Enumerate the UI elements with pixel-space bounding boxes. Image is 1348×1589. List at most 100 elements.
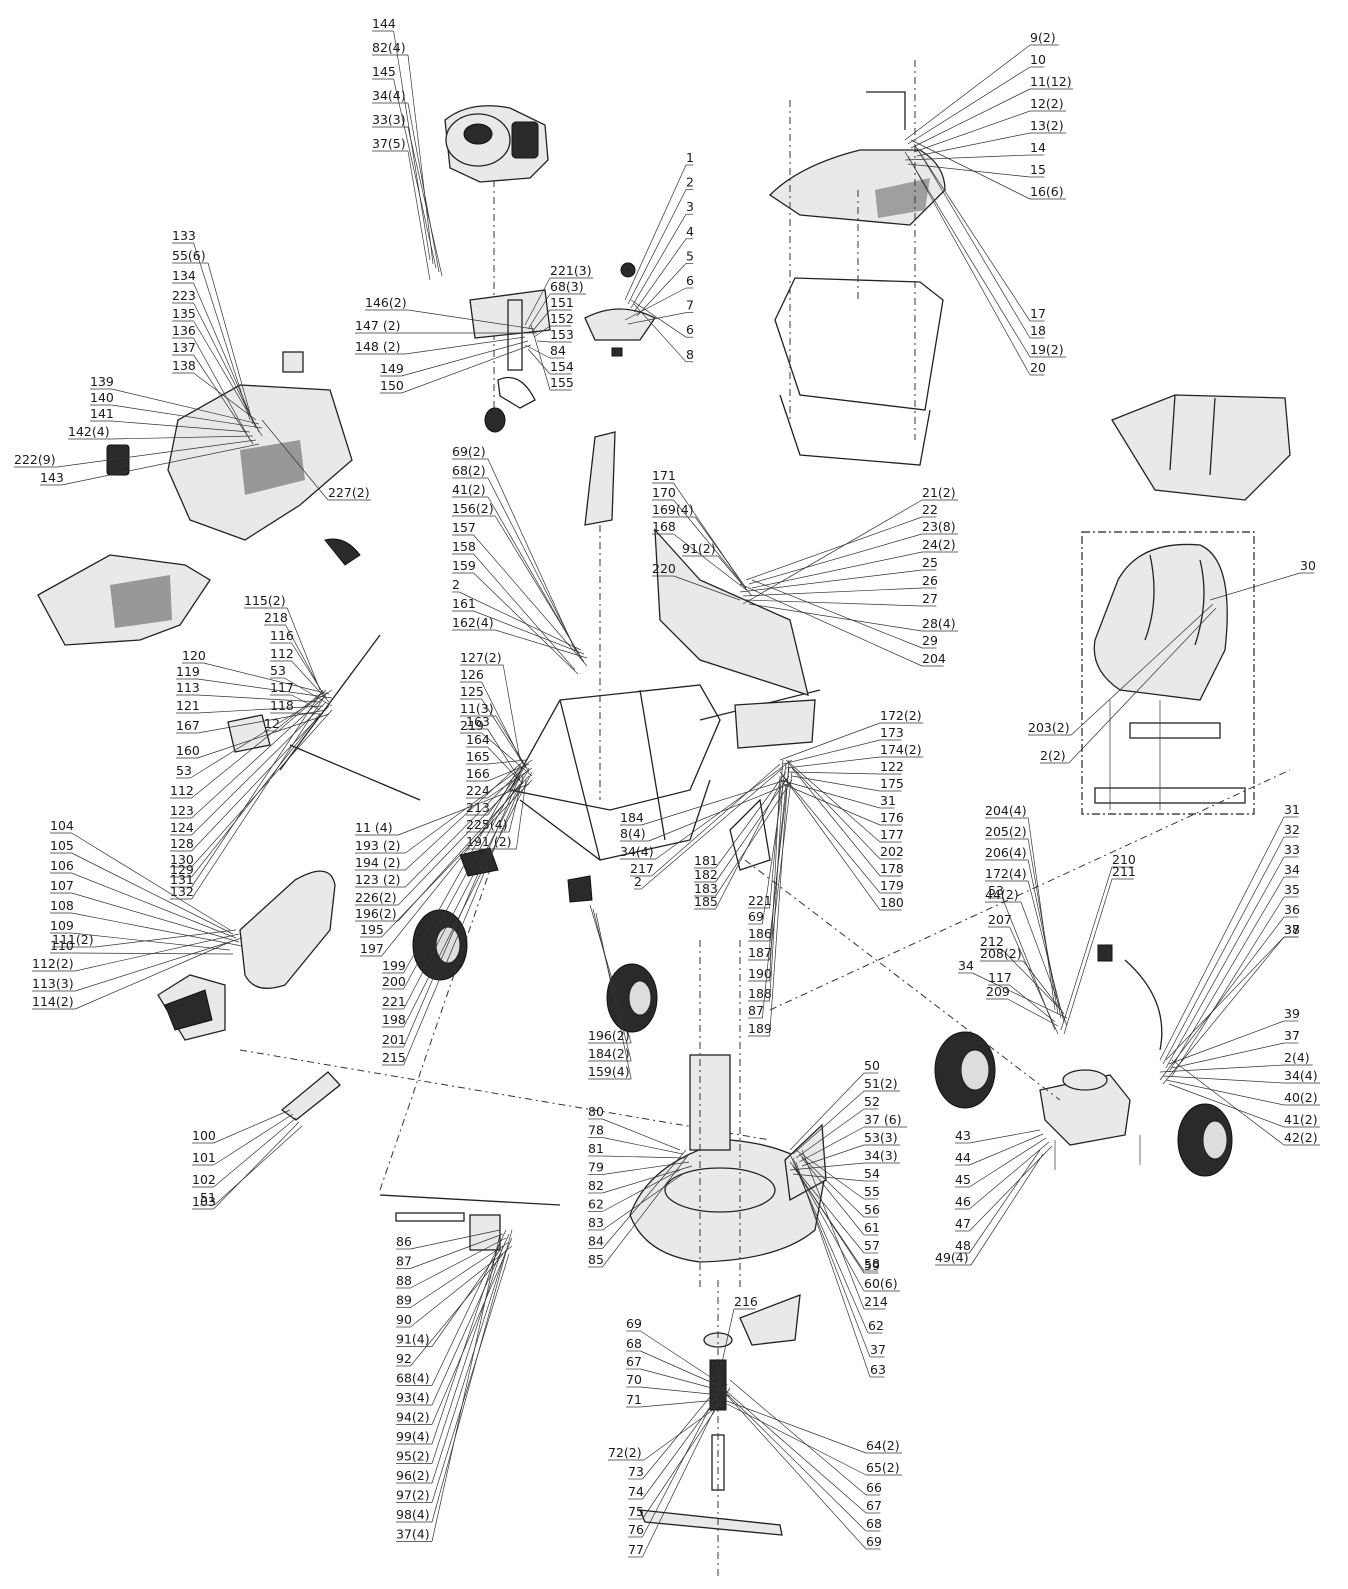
deck-linkage bbox=[379, 869, 561, 1251]
leader-line bbox=[595, 912, 632, 1080]
leader-line bbox=[75, 937, 243, 992]
part-label-frame_right-21: 221 bbox=[748, 893, 772, 908]
part-label-steering_column-4: 157 bbox=[452, 520, 476, 535]
part-label-chute-0: 104 bbox=[50, 818, 74, 833]
leader-line bbox=[95, 929, 237, 948]
leader-line bbox=[602, 1173, 684, 1231]
part-label-deck_right-5: 34(3) bbox=[864, 1148, 898, 1163]
leader-line bbox=[791, 767, 881, 877]
leader-line bbox=[191, 705, 330, 852]
part-label-grass_bag-9: 18 bbox=[1030, 323, 1046, 338]
leader-line bbox=[405, 336, 526, 355]
part-label-frame_center-26: 215 bbox=[382, 1050, 406, 1065]
leader-line bbox=[729, 1379, 867, 1496]
part-label-seat_rail-2: 3 bbox=[686, 199, 694, 214]
part-label-frame_right-12: 184 bbox=[620, 810, 644, 825]
leader-line bbox=[473, 610, 585, 655]
leader-line bbox=[431, 1229, 513, 1523]
part-label-deck_linkage-6: 92 bbox=[396, 1351, 412, 1366]
leader-line bbox=[751, 551, 923, 589]
part-label-frame_right-22: 69 bbox=[748, 909, 764, 924]
part-label-transaxle_right-14: 42(2) bbox=[1284, 1130, 1318, 1145]
leader-line bbox=[285, 624, 324, 695]
leader-line bbox=[502, 664, 521, 761]
part-label-engine_plate-1: 68(3) bbox=[550, 279, 584, 294]
part-label-steering_arm-11: 121 bbox=[176, 698, 200, 713]
leader-line bbox=[207, 262, 254, 425]
leader-line bbox=[495, 629, 588, 659]
part-label-seat_rail-6: 7 bbox=[686, 298, 694, 313]
part-label-engine_plate-4: 153 bbox=[550, 327, 574, 342]
leader-line bbox=[715, 783, 781, 910]
part-label-grass_bag-4: 13(2) bbox=[1030, 118, 1064, 133]
part-label-steering_arm-2: 116 bbox=[270, 628, 294, 643]
part-label-engine_plate-8: 146(2) bbox=[365, 295, 407, 310]
part-label-frame_right-10: 179 bbox=[880, 878, 904, 893]
leader-line bbox=[789, 1072, 865, 1151]
part-label-frame_right-25: 190 bbox=[748, 966, 772, 981]
part-label-chute-4: 108 bbox=[50, 898, 74, 913]
leader-line bbox=[655, 759, 793, 860]
leader-line bbox=[71, 912, 243, 947]
leader-line bbox=[788, 771, 881, 775]
part-label-steering_arm-13: 160 bbox=[176, 743, 200, 758]
leader-line bbox=[1063, 878, 1113, 1035]
part-label-dashboard-11: 26 bbox=[922, 573, 938, 588]
leader-line bbox=[785, 756, 881, 769]
leader-line bbox=[487, 477, 579, 655]
part-label-transaxle_bottom-3: 46 bbox=[955, 1194, 971, 1209]
leader-line bbox=[487, 458, 576, 651]
part-label-dashboard-14: 29 bbox=[922, 633, 938, 648]
leader-line bbox=[640, 1368, 728, 1393]
leader-line bbox=[1027, 880, 1065, 1023]
leader-line bbox=[779, 779, 881, 809]
leader-line bbox=[213, 1117, 297, 1188]
leader-line bbox=[403, 759, 524, 974]
part-label-blade_spindle-5: 71 bbox=[626, 1392, 642, 1407]
leader-line bbox=[748, 533, 923, 585]
leader-line bbox=[193, 320, 263, 437]
part-label-transaxle_right-11: 34(4) bbox=[1284, 1068, 1318, 1083]
part-label-engine_plate-2: 151 bbox=[550, 295, 574, 310]
chute-guard-axis bbox=[239, 1049, 771, 1141]
leader-line bbox=[407, 126, 443, 277]
leader-line bbox=[779, 771, 881, 894]
part-label-chute_guard-2: 102 bbox=[192, 1172, 216, 1187]
blade-spindle bbox=[638, 1280, 801, 1580]
leader-line bbox=[969, 1145, 1053, 1232]
part-label-frame_right-6: 176 bbox=[880, 810, 904, 825]
part-label-transaxle_right-10: 2(4) bbox=[1284, 1050, 1310, 1065]
leader-line bbox=[748, 603, 923, 632]
part-label-front_wheel-2: 159(4) bbox=[588, 1064, 630, 1079]
leader-line bbox=[745, 599, 923, 607]
leader-line bbox=[193, 242, 251, 421]
leader-line bbox=[57, 439, 257, 468]
leader-line bbox=[213, 1109, 291, 1144]
leader-line bbox=[782, 783, 881, 826]
part-label-frame_center-2: 125 bbox=[460, 684, 484, 699]
leader-line bbox=[71, 832, 231, 931]
part-label-steering_column-0: 69(2) bbox=[452, 444, 486, 459]
leader-line bbox=[1168, 876, 1285, 1073]
engine bbox=[444, 105, 549, 410]
part-label-frame_right-1: 173 bbox=[880, 725, 904, 740]
part-label-deck_left-7: 84 bbox=[588, 1234, 604, 1249]
leader-line bbox=[1171, 1042, 1285, 1069]
part-label-transaxle_right-3: 34 bbox=[1284, 862, 1300, 877]
part-label-dashboard-12: 27 bbox=[922, 591, 938, 606]
leader-line bbox=[798, 1153, 865, 1218]
leader-line bbox=[403, 771, 533, 1028]
part-label-deck_right-13: 60(6) bbox=[864, 1276, 898, 1291]
leader-line bbox=[75, 941, 231, 1010]
part-label-dashboard-1: 170 bbox=[652, 485, 676, 500]
leader-line bbox=[524, 277, 551, 326]
part-label-deck_right-1: 51(2) bbox=[864, 1076, 898, 1091]
leader-line bbox=[769, 779, 784, 1002]
leader-line bbox=[214, 1125, 303, 1206]
leader-line bbox=[640, 767, 784, 890]
part-label-grass_bag-11: 20 bbox=[1030, 360, 1046, 375]
leader-line bbox=[191, 689, 324, 888]
part-label-grass_bag-2: 11(12) bbox=[1030, 74, 1072, 89]
leader-line bbox=[717, 1308, 735, 1381]
part-label-frame_center-8: 166 bbox=[466, 766, 490, 781]
